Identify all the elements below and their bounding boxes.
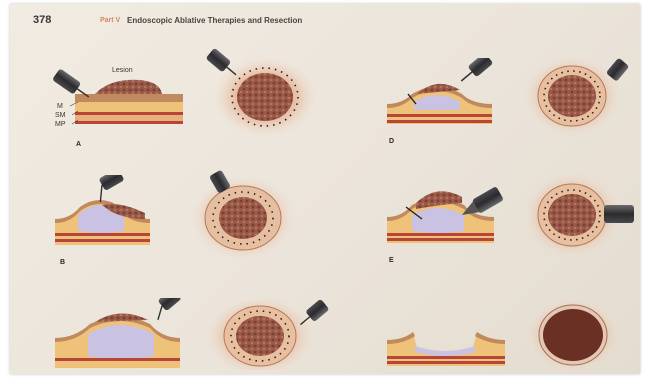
figure-b-top-view <box>185 163 305 263</box>
figure-a-top-view <box>200 45 320 140</box>
resection-bed <box>543 309 603 361</box>
part-label: Part V <box>100 17 120 24</box>
figure-e-top-view <box>522 163 637 263</box>
lesion-label: Lesion <box>112 67 133 74</box>
figure-e-cross-section <box>382 175 522 255</box>
endoscope-icon <box>148 298 182 320</box>
figure-label-d: D <box>389 138 394 145</box>
lesion <box>95 80 162 94</box>
figure-d-cross-section <box>382 58 512 138</box>
figure-c-cross-section <box>50 298 190 368</box>
endoscope-icon <box>457 58 494 86</box>
endoscope-icon <box>604 205 634 223</box>
figure-c-top-view <box>205 290 335 370</box>
page-number: 378 <box>33 14 51 26</box>
submucosa-layer <box>75 102 183 112</box>
mucosa-layer <box>75 94 183 102</box>
chapter-title: Endoscopic Ablative Therapies and Resect… <box>127 16 302 25</box>
lesion <box>237 73 293 121</box>
muscularis-layer <box>75 112 183 115</box>
injection-cushion <box>412 208 464 233</box>
figure-b-cross-section <box>50 175 185 255</box>
figure-f-top-view <box>525 295 625 370</box>
endoscope-icon <box>90 175 128 202</box>
figure-d-top-view <box>522 48 632 143</box>
injection-cushion <box>88 325 154 359</box>
figure-label-b: B <box>60 259 65 266</box>
figure-label-a: A <box>76 141 81 148</box>
figure-label-e: E <box>389 257 394 264</box>
figure-f-cross-section <box>385 318 515 370</box>
